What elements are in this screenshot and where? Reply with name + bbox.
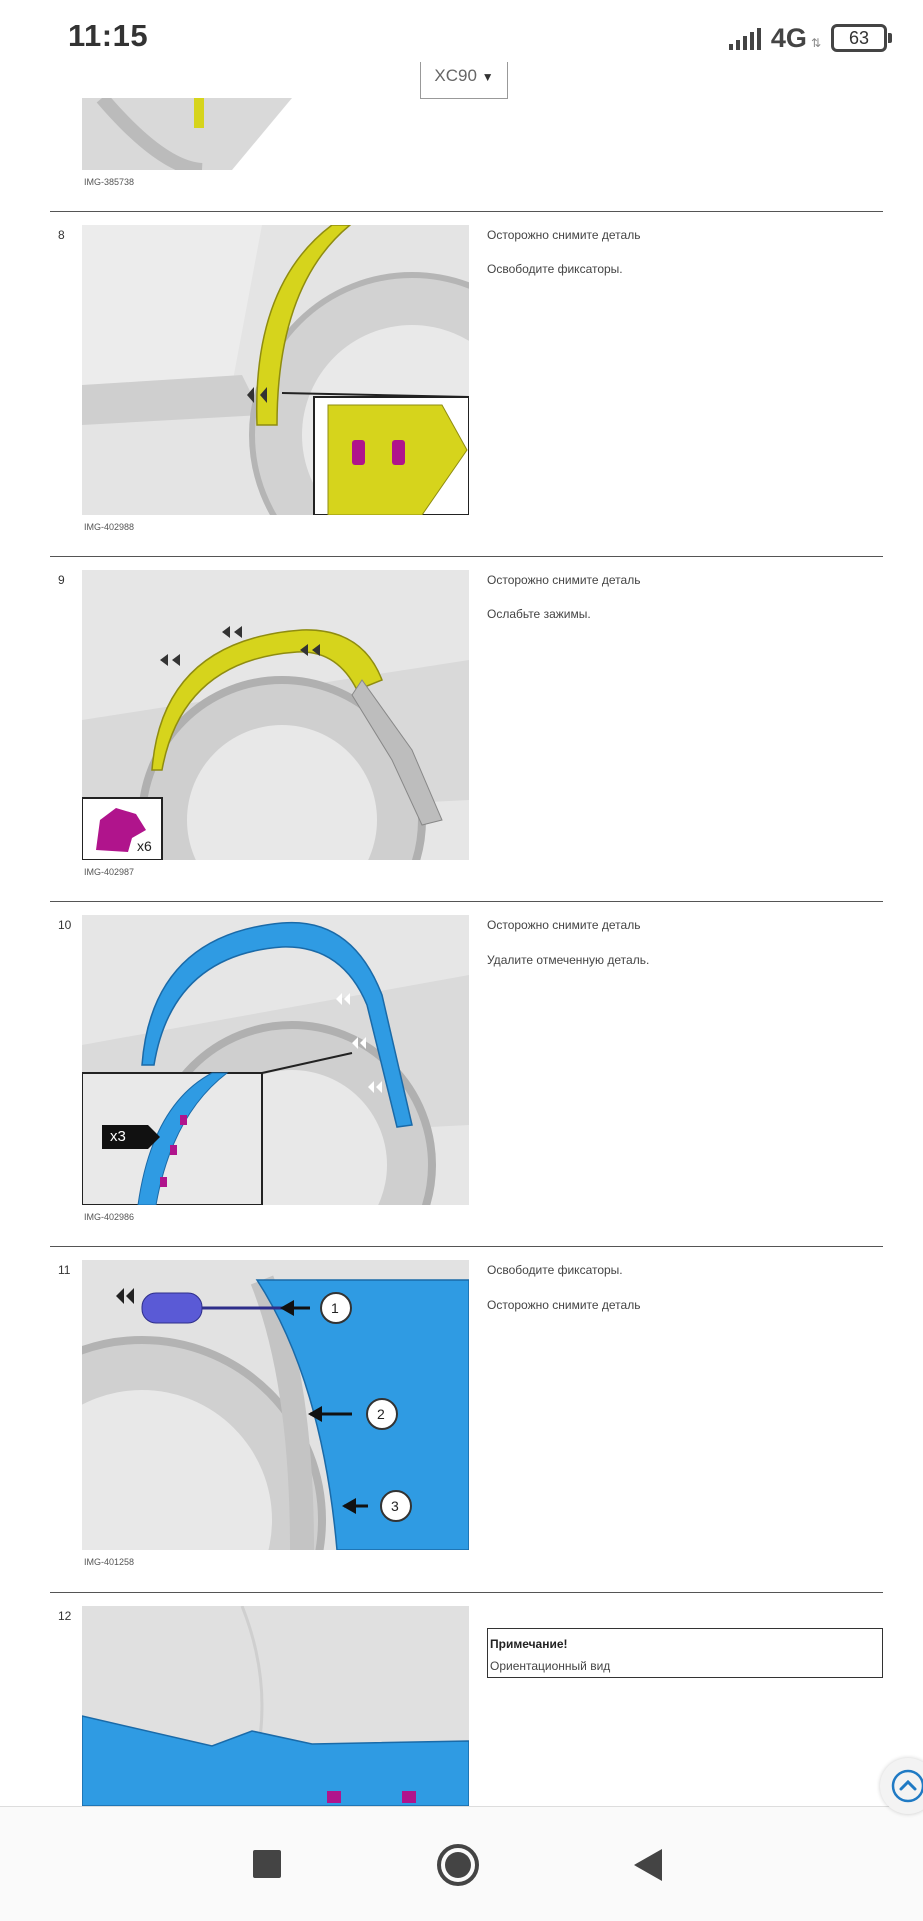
quantity-label: x6 [137, 838, 152, 854]
note-body: Ориентационный вид [490, 1659, 611, 1673]
quantity-label: x3 [110, 1128, 126, 1145]
clock: 11:15 [68, 18, 149, 53]
system-nav-bar [0, 1806, 923, 1921]
image-id: IMG-402987 [84, 867, 135, 877]
home-button[interactable] [428, 1835, 488, 1895]
step-10-illustration [82, 915, 469, 1205]
step-image[interactable]: x6 [82, 570, 469, 860]
callout-1: 1 [331, 1300, 339, 1316]
model-label: XC90 [434, 66, 477, 85]
image-id: IMG-402986 [84, 1212, 135, 1222]
instruction-text: Удалите отмеченную деталь. [487, 953, 650, 967]
step-divider [50, 1246, 883, 1247]
step-image[interactable] [82, 225, 469, 515]
instruction-text: Осторожно снимите деталь [487, 1298, 641, 1312]
step-9-illustration [82, 570, 469, 860]
step-11-illustration [82, 1260, 469, 1550]
instruction-text: Ослабьте зажимы. [487, 607, 591, 621]
circle-icon [437, 1844, 479, 1886]
image-id: IMG-401258 [84, 1557, 135, 1567]
image-id: IMG-402988 [84, 522, 135, 532]
step-8-illustration [82, 225, 469, 515]
step-12-illustration [82, 1606, 469, 1806]
note-box: Примечание! Ориентационный вид [487, 1628, 883, 1678]
recents-button[interactable] [238, 1835, 298, 1895]
step-number: 11 [58, 1263, 71, 1277]
callout-2: 2 [377, 1406, 385, 1422]
step-image[interactable]: x3 [82, 915, 469, 1205]
step-divider [50, 556, 883, 557]
instruction-text: Освободите фиксаторы. [487, 262, 623, 276]
instruction-text: Осторожно снимите деталь [487, 918, 641, 932]
signal-icon [728, 26, 761, 50]
callout-3: 3 [391, 1498, 399, 1514]
square-icon [253, 1850, 281, 1878]
step-number: 12 [58, 1609, 72, 1623]
model-selector[interactable]: XC90 ▼ [420, 62, 508, 99]
image-id: IMG-385738 [84, 177, 135, 187]
step-number: 8 [58, 228, 65, 242]
step-number: 9 [58, 573, 65, 587]
note-title: Примечание! [490, 1637, 568, 1651]
step-image[interactable] [82, 98, 469, 170]
network-type: 4G [770, 22, 807, 53]
step-image[interactable] [82, 1606, 469, 1806]
instruction-text: Осторожно снимите деталь [487, 573, 641, 587]
caret-down-icon: ▼ [481, 70, 494, 84]
triangle-back-icon [634, 1849, 662, 1881]
procedure-content: IMG-385738 8 IMG-402988 Осторожно снимит… [0, 98, 923, 1806]
step-number: 10 [58, 918, 72, 932]
step-divider [50, 211, 883, 212]
back-button[interactable] [618, 1835, 678, 1895]
step-image[interactable]: 1 2 3 [82, 1260, 469, 1550]
instruction-text: Освободите фиксаторы. [487, 1263, 623, 1277]
step-7-illustration [82, 98, 469, 170]
battery-icon: 63 [831, 24, 892, 52]
data-arrows-icon: ⇅ [810, 36, 821, 50]
step-divider [50, 901, 883, 902]
scroll-top-button[interactable] [880, 1758, 923, 1814]
battery-level: 63 [848, 28, 870, 48]
chevron-up-icon [891, 1769, 923, 1803]
instruction-text: Осторожно снимите деталь [487, 228, 641, 242]
step-divider [50, 1592, 883, 1593]
